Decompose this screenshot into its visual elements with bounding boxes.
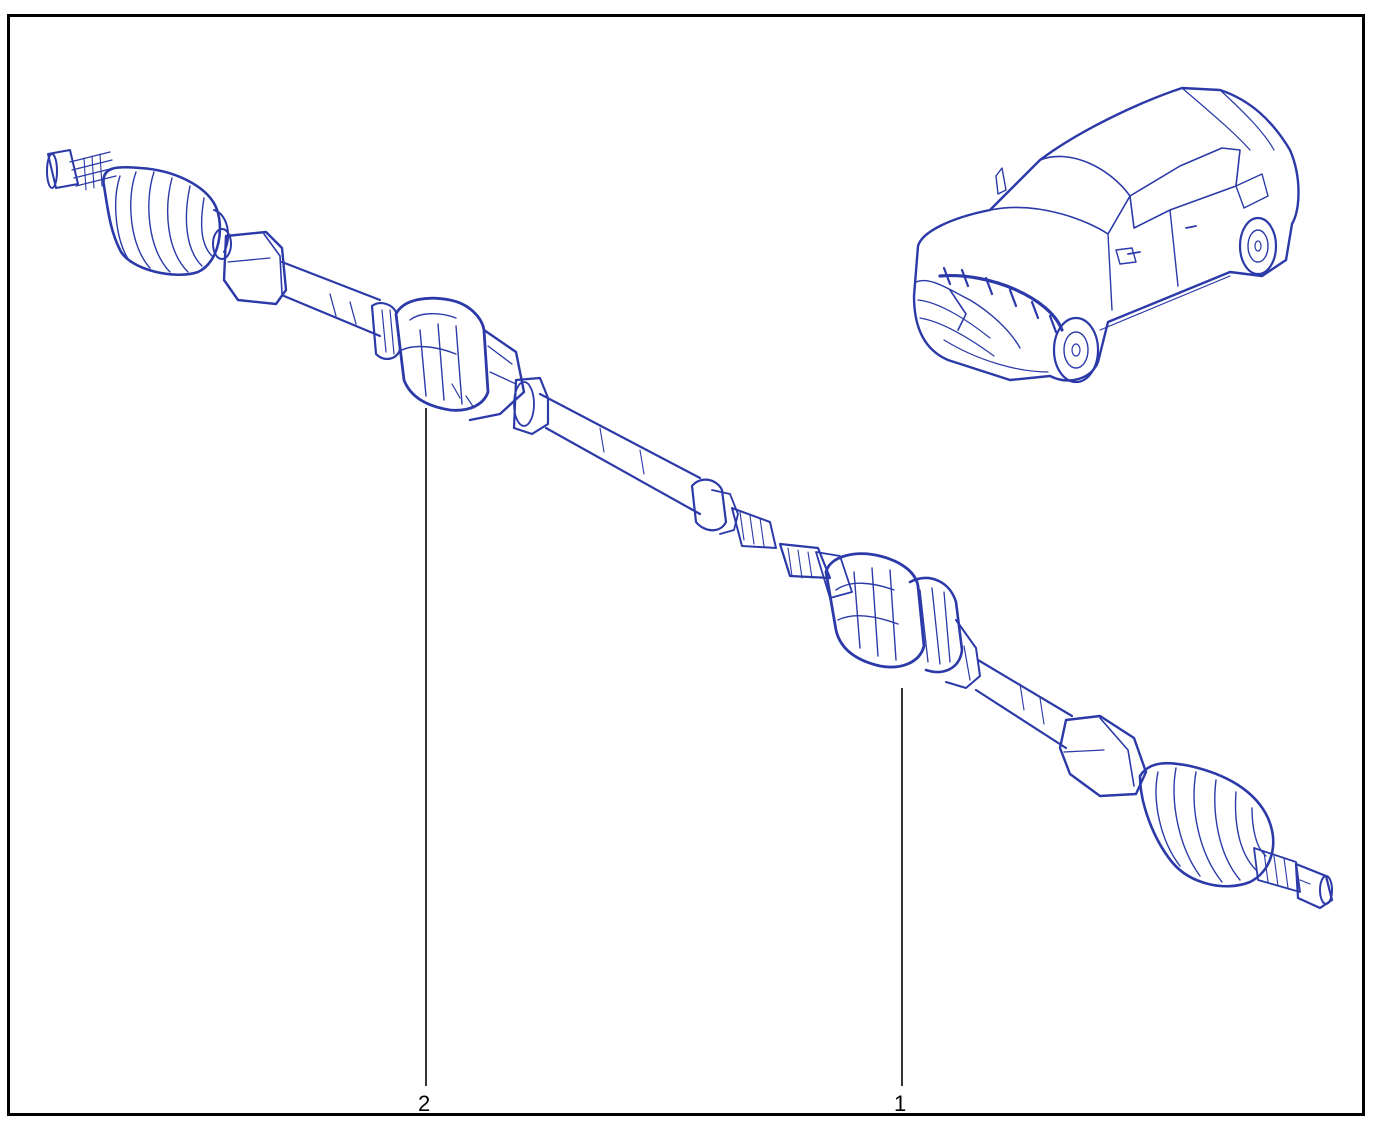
left-outer-cv-boot xyxy=(102,165,232,277)
right-damper xyxy=(1058,714,1148,798)
right-inner-joint xyxy=(824,552,926,669)
right-outer-cv-boot xyxy=(1138,761,1275,888)
vehicle-locator xyxy=(912,86,1300,384)
left-shaft xyxy=(280,260,382,338)
left-inner-stub xyxy=(512,376,777,549)
callout-label-1: 1 xyxy=(894,1091,907,1116)
callout-label-2: 2 xyxy=(418,1091,431,1116)
right-inner-stub xyxy=(778,542,853,599)
left-stub-axle xyxy=(46,149,117,191)
right-stub-axle xyxy=(1253,847,1334,910)
right-inner-boot xyxy=(908,576,981,689)
right-driveshaft xyxy=(778,542,1334,910)
right-shaft xyxy=(974,658,1074,750)
diagram-frame xyxy=(7,14,1365,1116)
left-damper xyxy=(222,230,288,306)
left-driveshaft xyxy=(46,149,777,549)
left-inner-joint xyxy=(370,296,526,422)
